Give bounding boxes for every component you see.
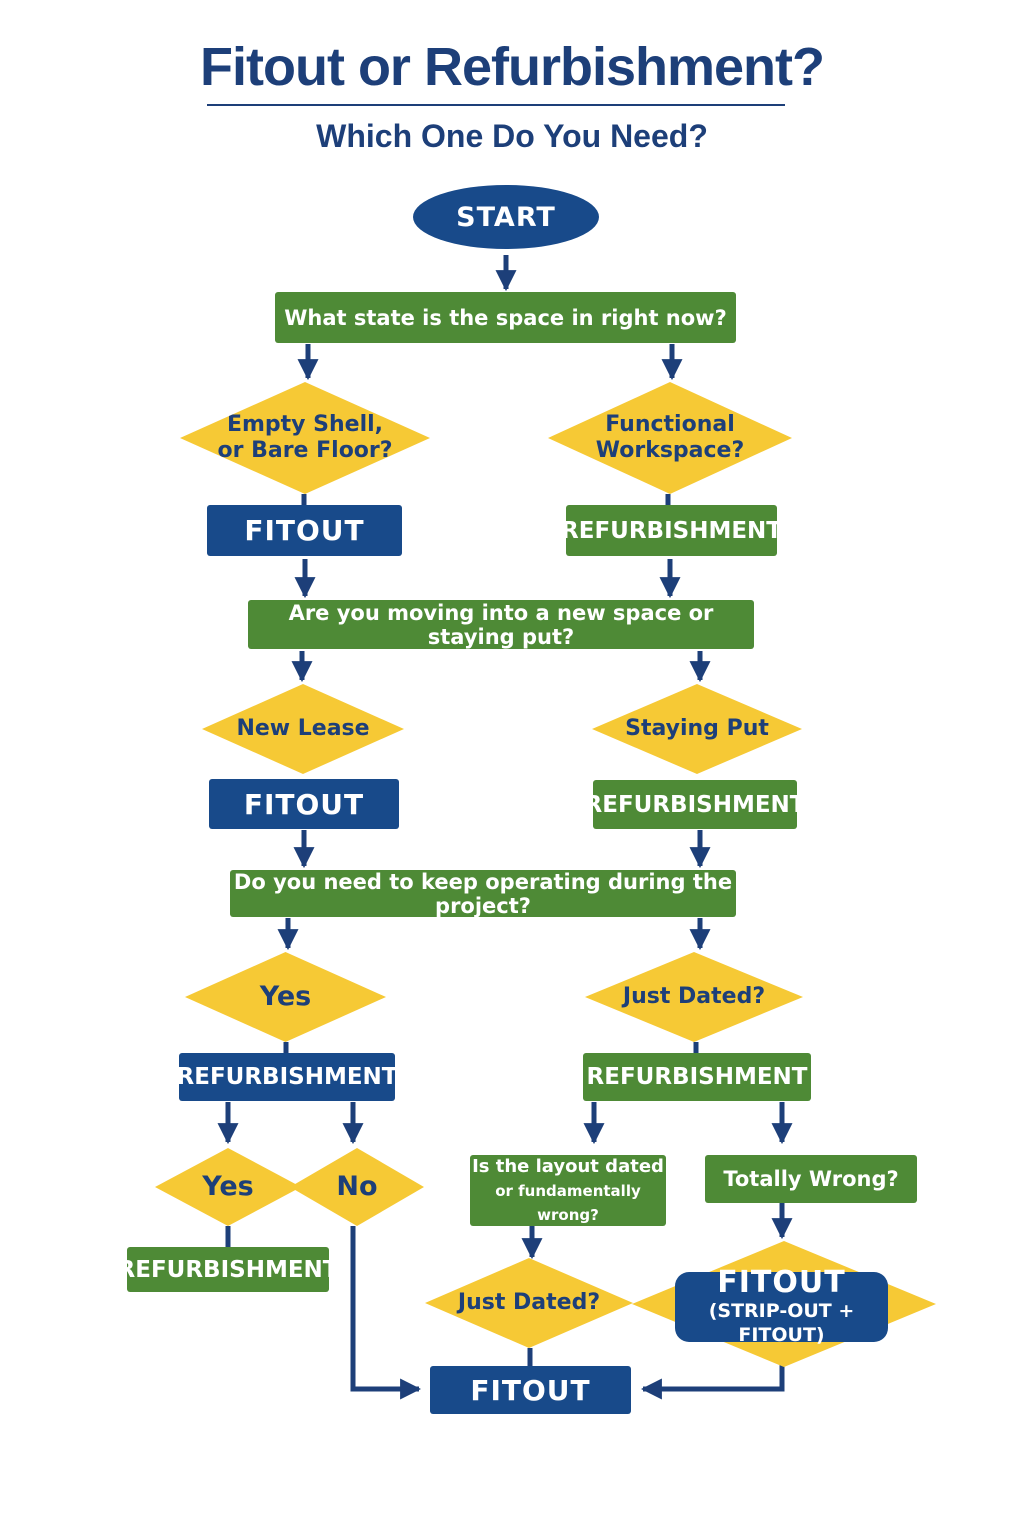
- outcome-strip-out-main: FITOUT: [717, 1265, 846, 1300]
- page-title: Fitout or Refurbishment?: [200, 37, 825, 97]
- outcome-refurbishment-1: REFURBISHMENT: [561, 505, 782, 556]
- question-current-state: What state is the space in right now?: [275, 292, 736, 343]
- decision-empty-shell-line2: or Bare Floor?: [217, 438, 393, 463]
- question-moving-or-staying: Are you moving into a new space or stayi…: [248, 600, 754, 649]
- page-subtitle: Which One Do You Need?: [316, 118, 708, 154]
- outcome-refurbishment-4: REFURBISHMENT: [583, 1053, 811, 1101]
- question-layout-line2: or fundamentally wrong?: [495, 1181, 641, 1224]
- arrow-no-fitout: [350, 1226, 422, 1400]
- start-node: START: [413, 185, 599, 249]
- question-totally-wrong: Totally Wrong?: [705, 1155, 917, 1203]
- outcome-final-fitout: FITOUT: [430, 1366, 631, 1414]
- question-layout: Is the layout dated or fundamentally wro…: [470, 1155, 666, 1226]
- outcome-strip-out-fitout: FITOUT (STRIP-OUT + FITOUT): [675, 1267, 888, 1346]
- outcome-refurbishment-3: REFURBISHMENT: [177, 1053, 397, 1101]
- decision-functional-line2: Workspace?: [595, 438, 745, 463]
- outcome-fitout-2: FITOUT: [209, 779, 399, 829]
- title-underline: [207, 104, 785, 106]
- question-layout-line1: Is the layout dated: [472, 1155, 664, 1177]
- question-keep-operating: Do you need to keep operating during the…: [230, 870, 736, 918]
- decision-functional-line1: Functional: [605, 412, 735, 437]
- outcome-refurbishment-5: REFURBISHMENT: [118, 1247, 338, 1292]
- outcome-strip-out-sub: (STRIP-OUT + FITOUT): [708, 1300, 855, 1346]
- outcome-fitout-1: FITOUT: [207, 505, 402, 556]
- outcome-refurbishment-2: REFURBISHMENT: [585, 780, 805, 829]
- decision-empty-shell-line1: Empty Shell,: [226, 412, 384, 437]
